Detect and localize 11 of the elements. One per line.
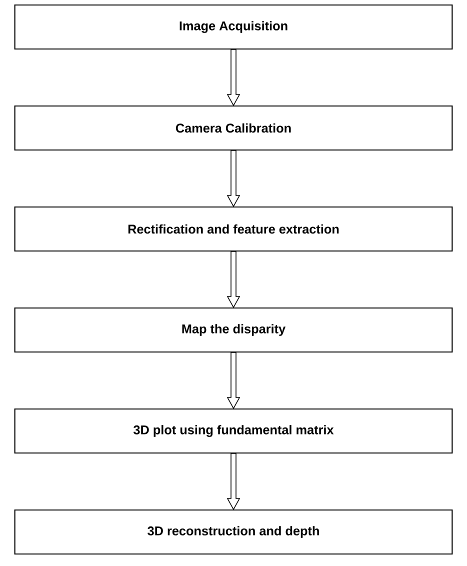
process-box: Rectification and feature extraction <box>14 206 453 252</box>
process-box: 3D plot using fundamental matrix <box>14 408 453 454</box>
process-box: Map the disparity <box>14 307 453 353</box>
arrow <box>226 453 240 510</box>
arrow <box>226 352 240 410</box>
process-box: Camera Calibration <box>14 105 453 151</box>
process-box: 3D reconstruction and depth <box>14 509 453 555</box>
arrow <box>226 49 240 106</box>
arrow <box>226 150 240 208</box>
process-box: Image Acquisition <box>14 4 453 50</box>
arrow <box>226 251 240 308</box>
